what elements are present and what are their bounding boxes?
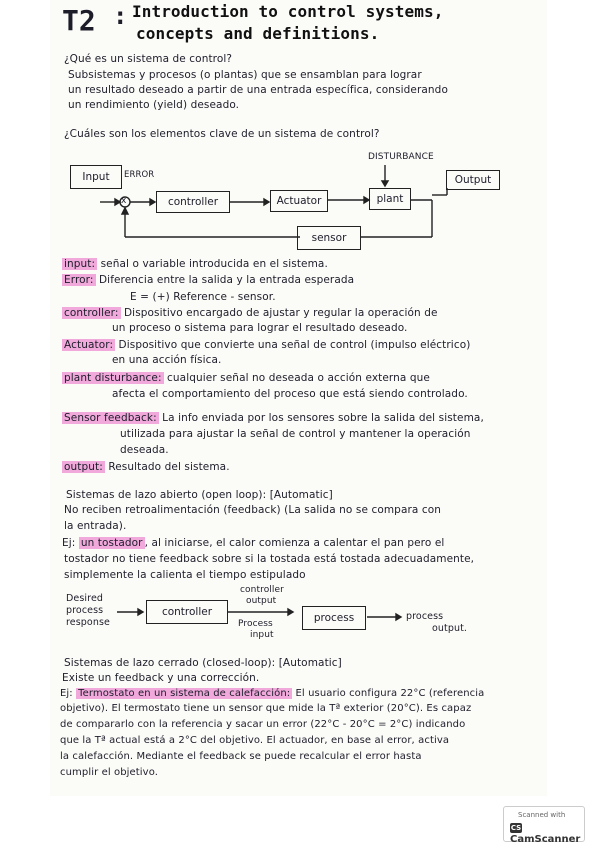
output-block: Output (446, 170, 500, 190)
process-input-label: Process (238, 619, 273, 629)
example-highlight: un tostador (78, 537, 145, 549)
definition-actuator: Actuator: Dispositivo que convierte una … (62, 339, 470, 351)
definition-sensor-feedback: Sensor feedback: La info enviada por los… (62, 412, 484, 424)
term-highlight: plant disturbance: (62, 372, 164, 384)
term-highlight: input: (62, 258, 98, 270)
input-block: Input (70, 165, 122, 189)
actuator-block: Actuator (270, 190, 328, 212)
closed-loop-example-line: la calefacción. Mediante el feedback se … (60, 751, 422, 762)
definition-text: Dispositivo que convierte una señal de c… (118, 339, 471, 351)
question-2: ¿Cuáles son los elementos clave de un si… (64, 128, 380, 140)
definition-text: en una acción física. (112, 354, 222, 366)
closed-loop-example-line: que la Tª actual está a 2°C del objetivo… (60, 735, 450, 746)
definition-text: La info enviada por los sensores sobre l… (162, 412, 484, 424)
term-highlight: output: (62, 461, 105, 473)
answer-1-line: Subsistemas y procesos (o plantas) que s… (68, 69, 422, 81)
watermark-brand-text: CamScanner (510, 834, 581, 845)
open-loop-line: la entrada). (64, 520, 127, 532)
desired-response-label: Desired (66, 593, 104, 604)
example-prefix: Ej: (62, 537, 76, 549)
answer-1-line: un resultado deseado a partir de una ent… (68, 84, 448, 96)
example-text: , al iniciarse, el calor comienza a cale… (144, 537, 445, 549)
section-number: T2 (62, 4, 96, 37)
summing-junction-label: x (121, 196, 127, 206)
definition-text: un proceso o sistema para lograr el resu… (112, 322, 408, 334)
definition-text: utilizada para ajustar la señal de contr… (120, 428, 471, 440)
open-loop-example-line: simplemente la calienta el tiempo estipu… (64, 569, 306, 581)
controller-output-label: output (246, 596, 277, 606)
term-highlight: Actuator: (62, 339, 116, 351)
definition-text: cualquier señal no deseada o acción exte… (167, 372, 430, 384)
plant-block: plant (369, 188, 411, 210)
term-highlight: Sensor feedback: (62, 412, 159, 424)
definition-plant-disturbance: plant disturbance: cualquier señal no de… (62, 372, 430, 384)
closed-loop-example: Ej: Termostato en un sistema de calefacc… (60, 688, 484, 699)
closed-loop-heading: Sistemas de lazo cerrado (closed-loop): … (64, 657, 342, 669)
definition-text: señal o variable introducida en el siste… (100, 258, 328, 270)
sensor-block: sensor (297, 226, 361, 250)
watermark-caption: Scanned with (518, 811, 566, 819)
title-line-1: Introduction to control systems, (132, 2, 444, 21)
term-highlight: controller: (62, 307, 121, 319)
open-loop-line: No reciben retroalimentación (feedback) … (64, 504, 442, 516)
process-input-label: input (250, 630, 274, 640)
camscanner-icon: CS (510, 823, 522, 833)
definition-text: deseada. (120, 444, 169, 456)
desired-response-label: response (66, 617, 110, 628)
answer-1-line: un rendimiento (yield) deseado. (68, 99, 240, 111)
title-colon: : (113, 2, 128, 30)
definition-output: output: Resultado del sistema. (62, 461, 230, 473)
controller-output-label: controller (240, 585, 284, 595)
question-1: ¿Qué es un sistema de control? (64, 53, 233, 65)
definition-error: Error: Diferencia entre la salida y la e… (62, 274, 354, 286)
closed-loop-example-line: objetivo). El termostato tiene un sensor… (60, 703, 472, 714)
process-block: process (302, 606, 366, 630)
closed-loop-example-line: de compararlo con la referencia y sacar … (60, 719, 466, 730)
desired-response-label: process (66, 605, 104, 616)
example-highlight: Termostato en un sistema de calefacción: (76, 688, 293, 699)
closed-loop-example-line: cumplir el objetivo. (60, 767, 159, 778)
definition-text: Diferencia entre la salida y la entrada … (99, 274, 355, 286)
error-label: ERROR (124, 170, 155, 180)
definition-text: Dispositivo encargado de ajustar y regul… (124, 307, 438, 319)
definition-text: Resultado del sistema. (108, 461, 230, 473)
controller-block: controller (156, 191, 230, 213)
closed-loop-line: Existe un feedback y una corrección. (62, 672, 260, 684)
process-output-label: output. (432, 623, 468, 634)
notebook-page (50, 0, 547, 796)
disturbance-label: DISTURBANCE (368, 152, 434, 162)
example-text: El usuario configura 22°C (referencia (292, 688, 485, 699)
error-formula: E = (+) Reference - sensor. (130, 291, 276, 303)
definition-controller: controller: Dispositivo encargado de aju… (62, 307, 438, 319)
process-output-label: process (406, 611, 444, 622)
open-loop-heading: Sistemas de lazo abierto (open loop): [A… (66, 489, 333, 501)
controller-block-2: controller (146, 600, 228, 624)
title-line-2: concepts and definitions. (136, 24, 380, 43)
open-loop-example-line: tostador no tiene feedback sobre si la t… (64, 553, 475, 565)
definition-input: input: señal o variable introducida en e… (62, 258, 328, 270)
watermark-brand: CSCamScanner (510, 823, 584, 845)
term-highlight: Error: (62, 274, 96, 286)
example-prefix: Ej: (60, 688, 73, 699)
definition-text: afecta el comportamiento del proceso que… (112, 388, 468, 400)
open-loop-example: Ej: un tostador, al iniciarse, el calor … (62, 537, 444, 549)
camscanner-watermark: Scanned with CSCamScanner (503, 806, 585, 845)
